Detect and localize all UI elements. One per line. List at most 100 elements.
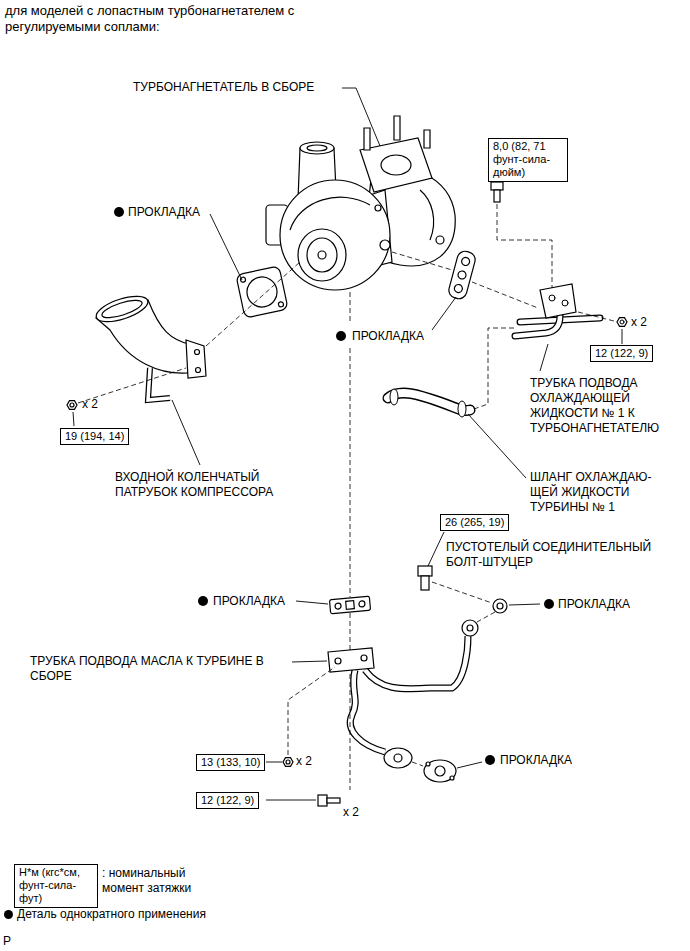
torque-value: 19 (194, 14) bbox=[65, 430, 124, 443]
legend-row: Деталь однократного применения bbox=[4, 907, 206, 922]
inlet-elbow-illustration bbox=[100, 297, 144, 321]
torque-value: 26 (265, 19) bbox=[445, 516, 504, 529]
coolant-tube-illustration bbox=[540, 284, 576, 318]
leader-line bbox=[73, 412, 74, 426]
coolant-tube-illustration bbox=[491, 182, 503, 190]
coolant-tube-illustration bbox=[549, 295, 555, 301]
single-use-dot bbox=[336, 331, 346, 341]
turbocharger-illustration bbox=[420, 190, 434, 240]
assembly-line bbox=[350, 292, 351, 322]
turbocharger-illustration bbox=[266, 116, 455, 290]
torque-box: 12 (122, 9) bbox=[590, 345, 653, 362]
oil-pipe-illustration bbox=[283, 566, 507, 806]
coolant-tube-illustration bbox=[515, 316, 560, 336]
turbocharger-illustration bbox=[318, 251, 326, 259]
assembly-line bbox=[474, 328, 514, 409]
part-label: ПРОКЛАДКА bbox=[500, 753, 572, 768]
gasket-illustration bbox=[457, 270, 467, 280]
oil-pipe-illustration bbox=[346, 601, 355, 610]
oil-pipe-illustration bbox=[424, 760, 456, 782]
oil-pipe-illustration bbox=[421, 576, 429, 590]
inlet-elbow-illustration bbox=[195, 350, 200, 355]
gasket-illustration bbox=[447, 249, 477, 300]
coolant-hose-illustration bbox=[388, 389, 470, 417]
leader-line bbox=[342, 88, 380, 146]
turbocharger-illustration bbox=[436, 236, 444, 244]
oil-pipe-illustration bbox=[361, 655, 367, 661]
part-label: ТРУБКА ПОДВОДА МАСЛА К ТУРБИНЕ В СБОРЕ bbox=[30, 654, 288, 684]
single-use-dot bbox=[485, 755, 495, 765]
turbocharger-illustration bbox=[381, 155, 411, 175]
torque-box: 19 (194, 14) bbox=[60, 428, 129, 445]
part-label: ПРОКЛАДКА bbox=[128, 205, 200, 220]
turbocharger-illustration bbox=[394, 116, 400, 140]
part-label: x 2 bbox=[343, 805, 359, 820]
inlet-elbow-illustration bbox=[148, 368, 170, 400]
oil-pipe-illustration bbox=[462, 620, 478, 636]
inlet-elbow-illustration bbox=[67, 401, 77, 410]
oil-pipe-illustration bbox=[335, 603, 342, 610]
assembly-line bbox=[288, 667, 335, 755]
torque-value: 12 (122, 9) bbox=[595, 347, 648, 360]
assembly-line bbox=[350, 674, 351, 790]
part-label: x 2 bbox=[296, 754, 312, 769]
turbocharger-illustration bbox=[307, 238, 337, 272]
oil-pipe-illustration bbox=[283, 758, 293, 767]
gasket-illustration bbox=[236, 266, 288, 318]
coolant-hose-illustration bbox=[458, 401, 466, 417]
part-label: ПРОКЛАДКА bbox=[558, 597, 630, 612]
oil-pipe-illustration bbox=[497, 603, 503, 609]
assembly-line bbox=[392, 252, 452, 270]
oil-pipe-illustration bbox=[435, 766, 445, 776]
coolant-tube-illustration bbox=[491, 182, 627, 336]
oil-pipe-illustration bbox=[329, 596, 370, 613]
assembly-line bbox=[477, 612, 495, 622]
torque-box: 8,0 (82, 71 фунт-сила-дюйм) bbox=[488, 138, 568, 182]
coolant-tube-illustration bbox=[494, 190, 500, 202]
oil-pipe-illustration bbox=[384, 748, 412, 768]
inlet-elbow-illustration bbox=[70, 403, 74, 407]
turbocharger-illustration bbox=[290, 197, 370, 230]
oil-pipe-illustration bbox=[467, 625, 473, 631]
leader-line bbox=[292, 661, 327, 662]
inlet-elbow-illustration bbox=[148, 368, 170, 400]
turbocharger-illustration bbox=[364, 128, 370, 150]
leader-line bbox=[432, 297, 456, 330]
torque-box: 13 (133, 10) bbox=[196, 754, 265, 771]
assembly-line bbox=[350, 613, 351, 650]
coolant-tube-illustration bbox=[617, 318, 627, 327]
turbocharger-illustration bbox=[307, 145, 327, 151]
part-label: x 2 bbox=[631, 315, 647, 330]
inlet-elbow-illustration bbox=[186, 340, 206, 378]
leader-line bbox=[73, 88, 622, 800]
coolant-tube-illustration bbox=[620, 320, 624, 324]
torque-box: 12 (122, 9) bbox=[196, 792, 259, 809]
leader-line bbox=[509, 604, 540, 605]
turbocharger-illustration bbox=[380, 240, 390, 250]
part-label: ПРОКЛАДКА bbox=[213, 594, 285, 609]
gasket-illustration bbox=[278, 301, 284, 307]
assembly-line bbox=[206, 262, 300, 346]
assembly-line bbox=[350, 348, 351, 597]
legend-text: Деталь однократного применения bbox=[17, 907, 206, 922]
legend-box: Н*м (кгс*см, фунт-сила-фут) bbox=[14, 864, 98, 908]
turbocharger-illustration bbox=[300, 142, 334, 154]
assembly-line bbox=[472, 282, 538, 308]
oil-pipe-illustration bbox=[426, 762, 430, 766]
part-label: ТУРБОНАГНЕТАТЕЛЬ В СБОРЕ bbox=[133, 80, 314, 95]
inlet-elbow-illustration bbox=[67, 291, 206, 409]
turbocharger-illustration bbox=[298, 229, 346, 281]
oil-pipe-illustration bbox=[327, 798, 340, 803]
gasket-illustration bbox=[453, 284, 463, 294]
part-label: x 2 bbox=[82, 397, 98, 412]
inlet-elbow-illustration bbox=[196, 368, 201, 373]
single-use-dot bbox=[198, 596, 208, 606]
coolant-tube-illustration bbox=[515, 316, 560, 336]
leader-line bbox=[468, 414, 526, 478]
torque-value: 13 (133, 10) bbox=[201, 756, 260, 769]
coolant-tube-illustration bbox=[562, 300, 568, 306]
gasket-illustration bbox=[236, 249, 477, 318]
oil-pipe-illustration bbox=[365, 636, 468, 689]
torque-value: 12 (122, 9) bbox=[201, 794, 254, 807]
